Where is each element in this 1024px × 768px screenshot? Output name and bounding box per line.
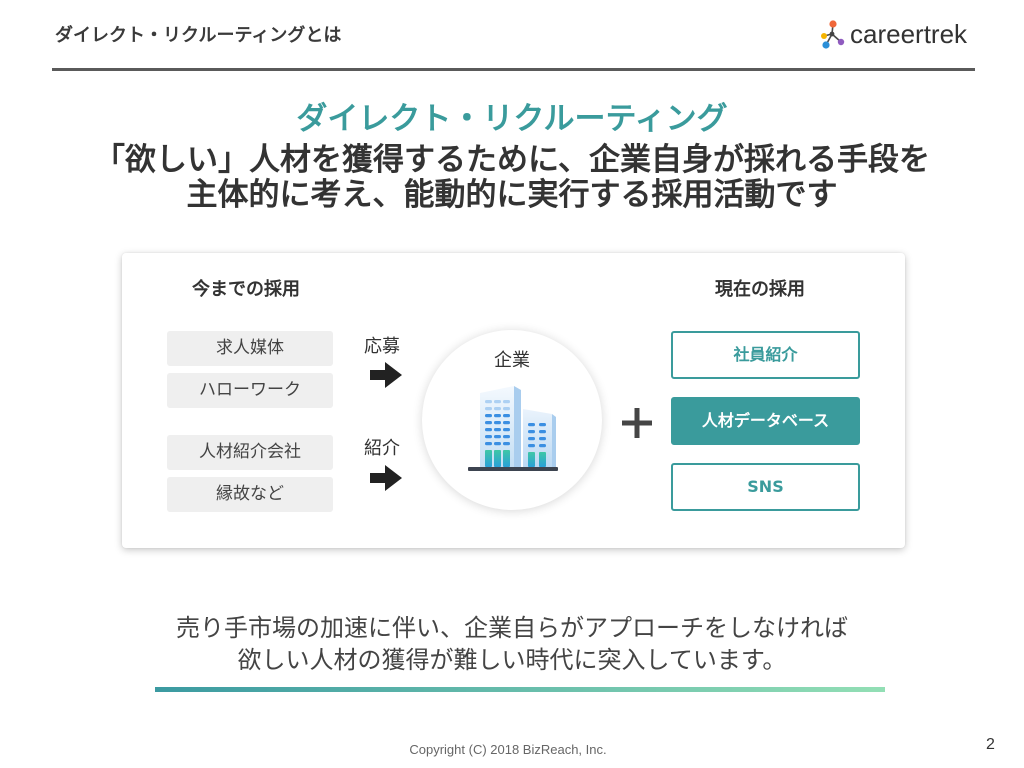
building-window bbox=[485, 400, 492, 404]
building-window bbox=[494, 421, 501, 425]
building-window bbox=[528, 423, 535, 427]
building-window bbox=[503, 414, 510, 418]
apply-arrow-label: 応募 bbox=[364, 336, 400, 357]
building-window bbox=[528, 437, 535, 441]
careertrek-logo: careertrek bbox=[819, 19, 979, 51]
logo-dot bbox=[837, 38, 845, 46]
building-window bbox=[485, 421, 492, 425]
building-window bbox=[494, 414, 501, 418]
arrow-right-icon bbox=[370, 362, 402, 388]
building-window bbox=[494, 435, 501, 439]
building-window bbox=[539, 430, 546, 434]
past-channel-hello-work: ハローワーク bbox=[167, 373, 333, 408]
building-window bbox=[503, 421, 510, 425]
building-window bbox=[503, 442, 510, 446]
tall-building bbox=[480, 386, 521, 467]
copyright: Copyright (C) 2018 BizReach, Inc. bbox=[409, 742, 607, 757]
present-method-sns: SNS bbox=[671, 463, 860, 511]
building-window bbox=[539, 444, 546, 448]
slide-title: ダイレクト・リクルーティング bbox=[296, 101, 728, 137]
header-divider bbox=[52, 68, 975, 71]
past-channel-agency: 人材紹介会社 bbox=[167, 435, 333, 470]
building-window bbox=[494, 407, 501, 411]
building-window bbox=[528, 430, 535, 434]
recruiting-diagram: 今までの採用 現在の採用 求人媒体 ハローワーク 人材紹介会社 縁故など 応募 … bbox=[122, 253, 905, 548]
building-window bbox=[485, 435, 492, 439]
building-window bbox=[539, 423, 546, 427]
building-window bbox=[485, 407, 492, 411]
building-window bbox=[494, 400, 501, 404]
building-windows bbox=[485, 400, 546, 448]
arrow-right-icon bbox=[370, 465, 402, 491]
logo-dot bbox=[829, 20, 837, 28]
building-window bbox=[503, 400, 510, 404]
building-base bbox=[468, 467, 558, 471]
summary-line-1: 売り手市場の加速に伴い、企業自らがアプローチをしなければ bbox=[176, 614, 848, 642]
summary-line-2: 欲しい人材の獲得が難しい時代に突入しています。 bbox=[237, 646, 787, 674]
definition-line-1: 「欲しい」人材を獲得するために、企業自身が採れる手段を bbox=[93, 142, 931, 178]
building-window bbox=[494, 442, 501, 446]
summary-gradient-bar bbox=[155, 687, 885, 692]
past-channel-job-media: 求人媒体 bbox=[167, 331, 333, 366]
building-doors bbox=[485, 450, 546, 467]
definition-line-2: 主体的に考え、能動的に実行する採用活動です bbox=[186, 177, 838, 213]
logo-wordmark: careertrek bbox=[850, 19, 968, 49]
company-label: 企業 bbox=[494, 350, 530, 371]
section-title: ダイレクト・リクルーティングとは bbox=[55, 25, 342, 46]
present-method-talent-database: 人材データベース bbox=[671, 397, 860, 445]
logo-dot bbox=[822, 41, 830, 49]
past-recruiting-heading: 今までの採用 bbox=[192, 279, 300, 300]
building-icon bbox=[468, 386, 558, 471]
logo-dot bbox=[821, 33, 827, 39]
plus-icon bbox=[622, 408, 652, 438]
page-number: 2 bbox=[986, 736, 995, 753]
building-window bbox=[503, 407, 510, 411]
present-recruiting-heading: 現在の採用 bbox=[715, 279, 805, 300]
building-window bbox=[494, 428, 501, 432]
past-channel-connections: 縁故など bbox=[167, 477, 333, 512]
logo-hub bbox=[829, 31, 835, 37]
building-window bbox=[503, 435, 510, 439]
company-circle: 企業 bbox=[422, 330, 602, 510]
careertrek-logo-icon bbox=[821, 20, 845, 49]
building-window bbox=[539, 437, 546, 441]
building-window bbox=[503, 428, 510, 432]
building-window bbox=[485, 428, 492, 432]
building-window bbox=[485, 414, 492, 418]
building-window bbox=[528, 444, 535, 448]
building-window bbox=[485, 442, 492, 446]
referral-arrow-label: 紹介 bbox=[364, 438, 400, 459]
present-method-employee-referral: 社員紹介 bbox=[671, 331, 860, 379]
